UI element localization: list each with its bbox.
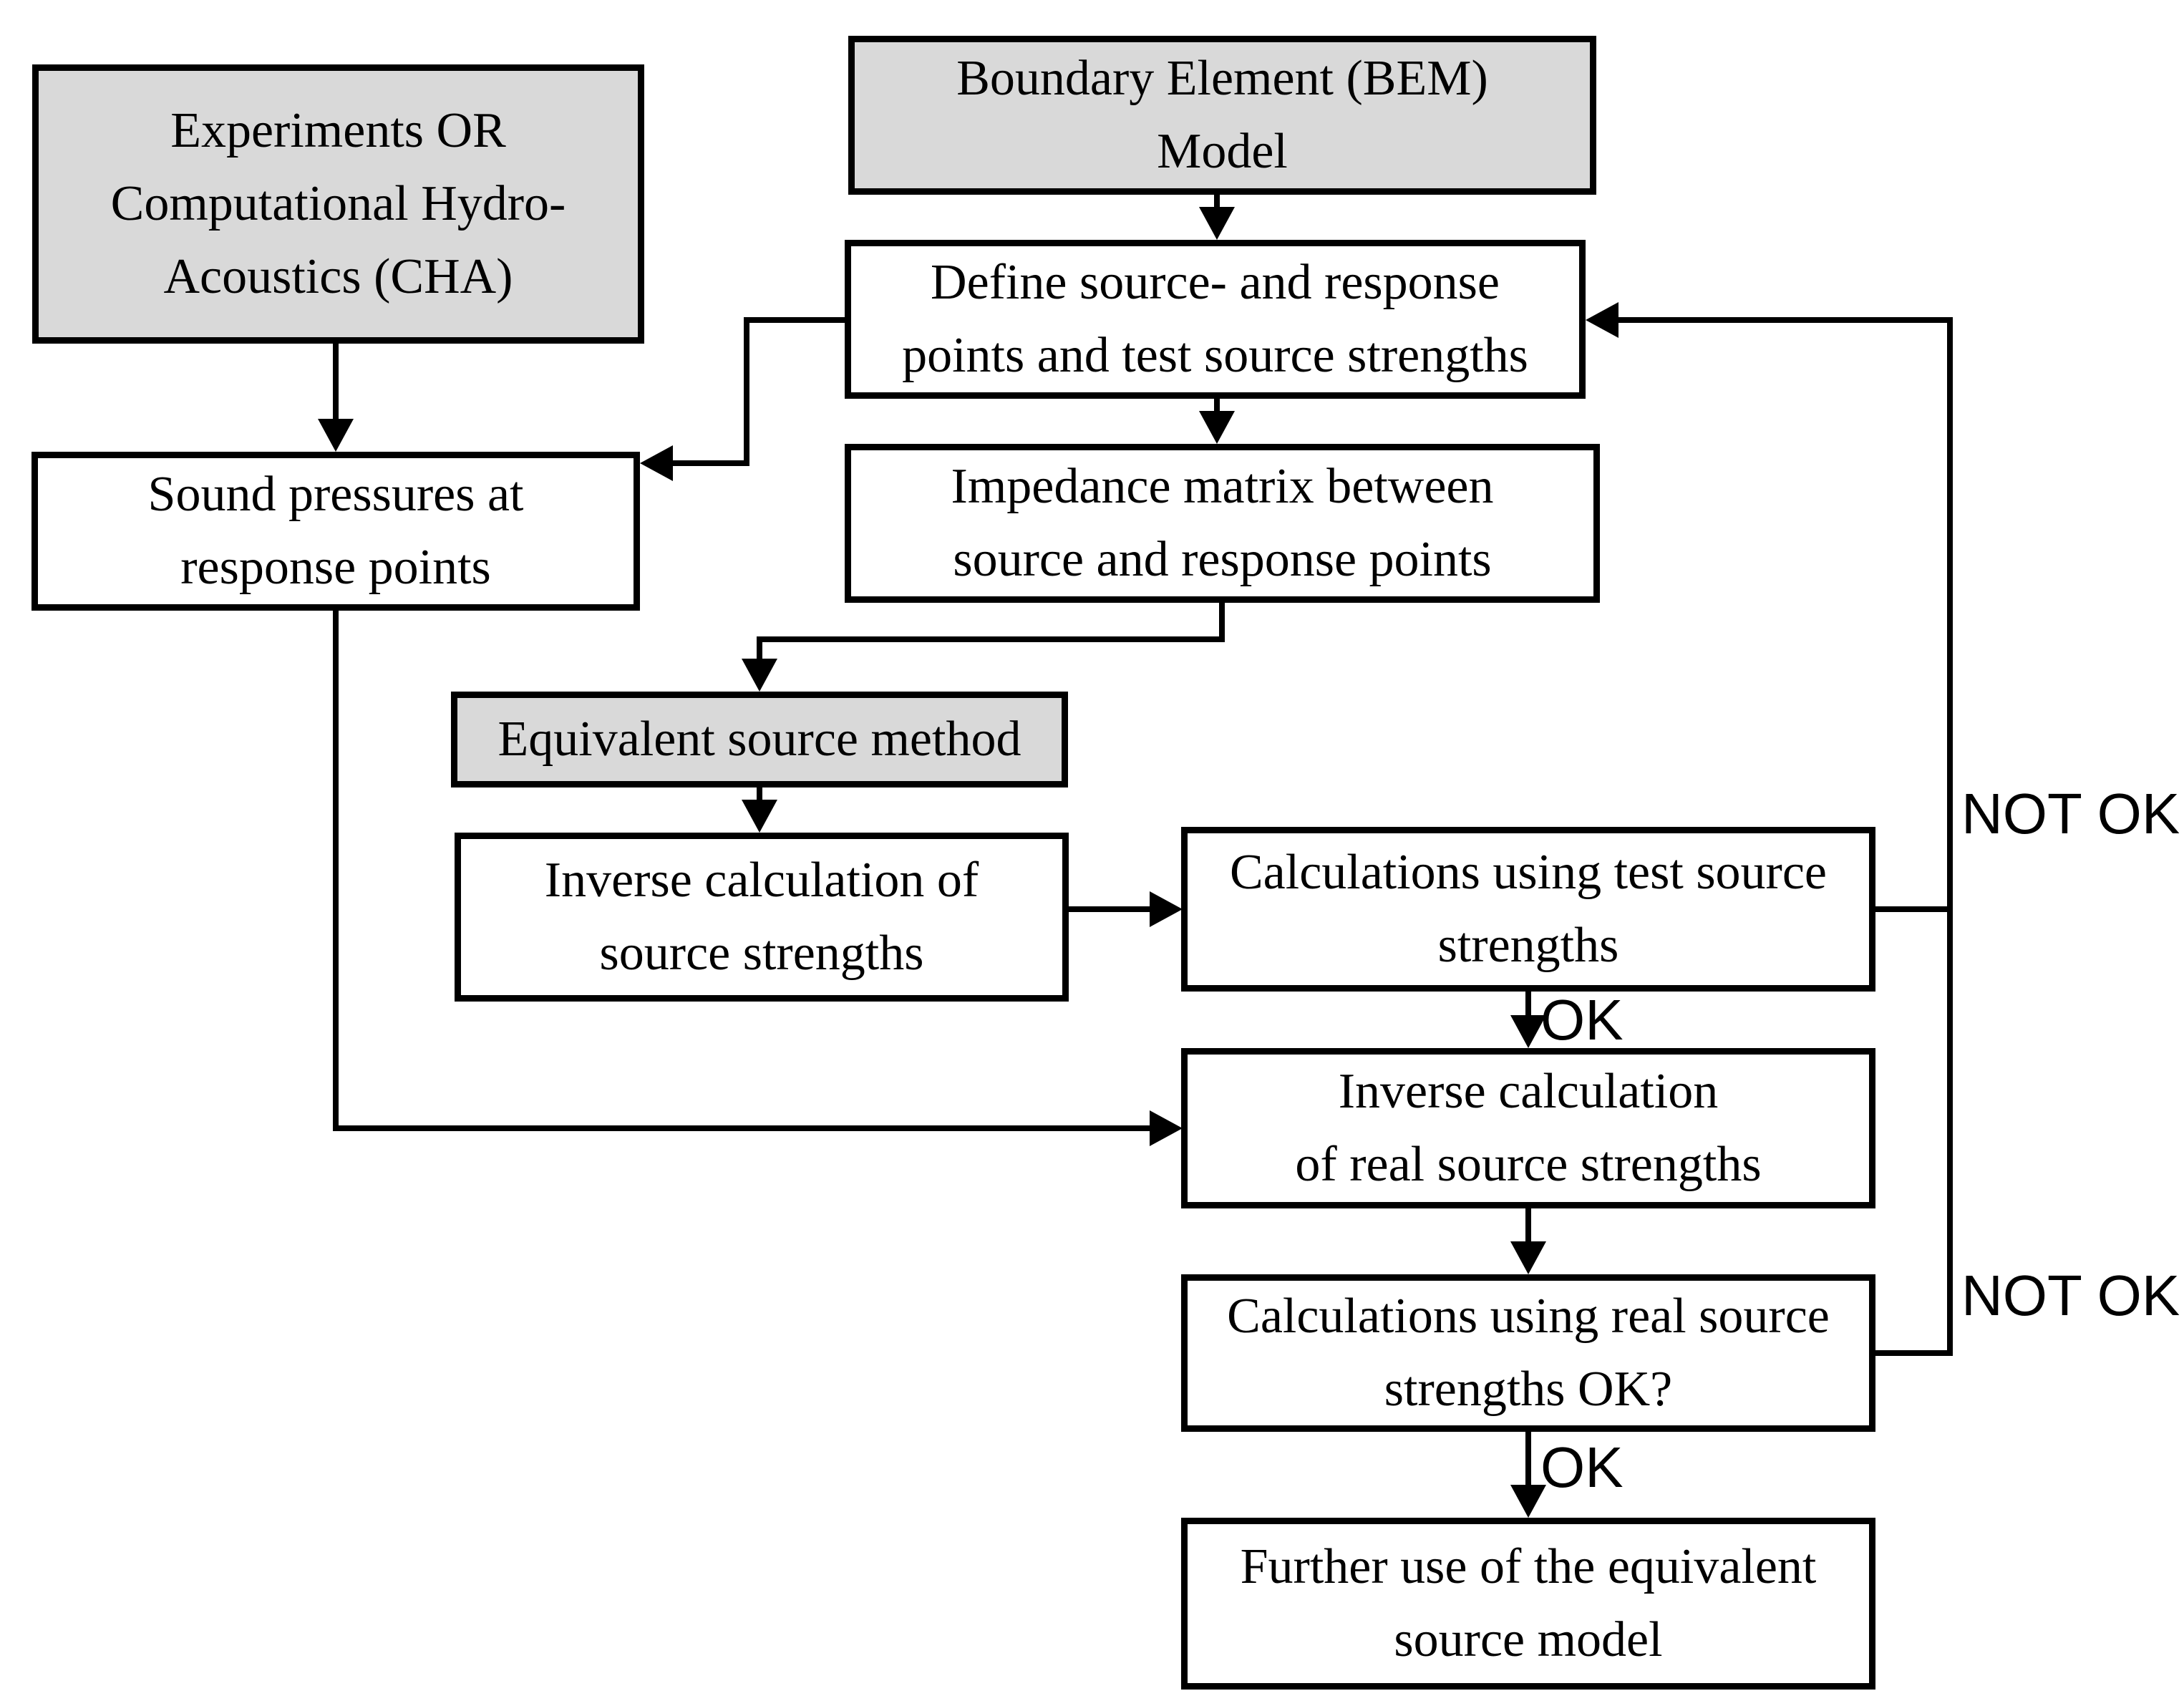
arrowhead-down-icon	[742, 659, 777, 692]
connector-esm-to-inverse-test	[757, 785, 762, 803]
node-text-line: source strengths	[599, 926, 924, 981]
connector-impedance-to-esm-v1	[1219, 600, 1225, 642]
label-not-ok-top: NOT OK	[1961, 782, 2180, 845]
label-not-ok-bottom: NOT OK	[1961, 1264, 2180, 1327]
node-further-use: Further use of the equivalent source mod…	[1181, 1518, 1875, 1690]
node-bem-model: Boundary Element (BEM) Model	[848, 36, 1596, 195]
node-text-line: Calculations using real source	[1227, 1289, 1830, 1344]
node-text-line: strengths OK?	[1384, 1362, 1673, 1417]
node-text-line: Inverse calculation	[1338, 1064, 1719, 1119]
label-ok-test: OK	[1540, 988, 1624, 1052]
node-text-line: Acoustics (CHA)	[163, 249, 513, 304]
arrowhead-down-icon	[1199, 411, 1235, 444]
node-text-line: response points	[180, 540, 491, 595]
node-text-line: Boundary Element (BEM)	[956, 51, 1488, 106]
node-text-line: Define source- and response	[931, 255, 1500, 310]
feedback-stub-calc-real	[1873, 1350, 1950, 1356]
node-text-line: of real source strengths	[1295, 1137, 1762, 1192]
node-text-line: Computational Hydro-	[110, 176, 566, 231]
node-calc-test-strengths: Calculations using test source strengths	[1181, 827, 1875, 992]
connector-define-to-sound-h2	[669, 460, 749, 466]
arrowhead-right-icon	[1150, 1110, 1183, 1146]
node-equivalent-source-method: Equivalent source method	[451, 692, 1068, 787]
node-define-points: Define source- and response points and t…	[845, 240, 1586, 399]
connector-bem-to-define	[1214, 192, 1220, 212]
node-impedance-matrix: Impedance matrix between source and resp…	[845, 444, 1600, 603]
connector-define-to-sound-h1	[744, 317, 848, 323]
connector-calc-test-to-inverse-real	[1525, 989, 1531, 1019]
arrowhead-down-icon	[1510, 1241, 1546, 1274]
node-text-line: Equivalent source method	[498, 712, 1021, 767]
arrowhead-down-icon	[742, 800, 777, 833]
node-text-line: source model	[1394, 1612, 1663, 1667]
arrowhead-down-icon	[1510, 1015, 1546, 1048]
connector-sound-to-inverse-real-h	[333, 1125, 1154, 1131]
node-text-line: Inverse calculation of	[544, 853, 979, 908]
label-ok-real: OK	[1540, 1435, 1624, 1499]
arrowhead-left-icon	[1586, 302, 1618, 338]
connector-inverse-real-to-calc-real	[1525, 1206, 1531, 1245]
connector-define-to-impedance	[1214, 396, 1220, 416]
connector-impedance-to-esm-v2	[757, 636, 762, 662]
node-text-line: Calculations using test source	[1229, 845, 1828, 900]
node-text-line: Model	[1157, 124, 1288, 179]
arrowhead-down-icon	[318, 419, 354, 452]
arrowhead-left-icon	[640, 445, 673, 481]
node-text-line: Impedance matrix between	[951, 459, 1494, 514]
feedback-top-horizontal	[1610, 317, 1953, 323]
arrowhead-down-icon	[1510, 1485, 1546, 1518]
node-text-line: Experiments OR	[170, 103, 506, 158]
node-text-line: Further use of the equivalent	[1240, 1539, 1817, 1594]
connector-define-to-sound-v	[744, 317, 749, 466]
node-text-line: points and test source strengths	[902, 328, 1528, 383]
feedback-stub-calc-test	[1873, 906, 1950, 912]
arrowhead-down-icon	[1199, 207, 1235, 240]
node-text-line: source and response points	[953, 532, 1492, 587]
connector-experiments-to-sound-pressures	[333, 342, 339, 422]
node-inverse-calc-test: Inverse calculation of source strengths	[455, 833, 1069, 1002]
connector-calc-real-to-further-use	[1525, 1429, 1531, 1488]
node-calc-real-strengths: Calculations using real source strengths…	[1181, 1274, 1875, 1432]
connector-inverse-test-to-calc-test	[1066, 906, 1154, 912]
node-experiments-cha: Experiments OR Computational Hydro- Acou…	[32, 64, 644, 344]
node-text-line: Sound pressures at	[147, 467, 524, 522]
feedback-vertical	[1947, 317, 1953, 1356]
connector-sound-to-inverse-real-v	[333, 608, 339, 1130]
connector-impedance-to-esm-h	[757, 636, 1225, 642]
node-text-line: strengths	[1437, 918, 1619, 973]
node-inverse-calc-real: Inverse calculation of real source stren…	[1181, 1048, 1875, 1208]
arrowhead-right-icon	[1150, 891, 1183, 927]
node-sound-pressures: Sound pressures at response points	[31, 452, 640, 611]
